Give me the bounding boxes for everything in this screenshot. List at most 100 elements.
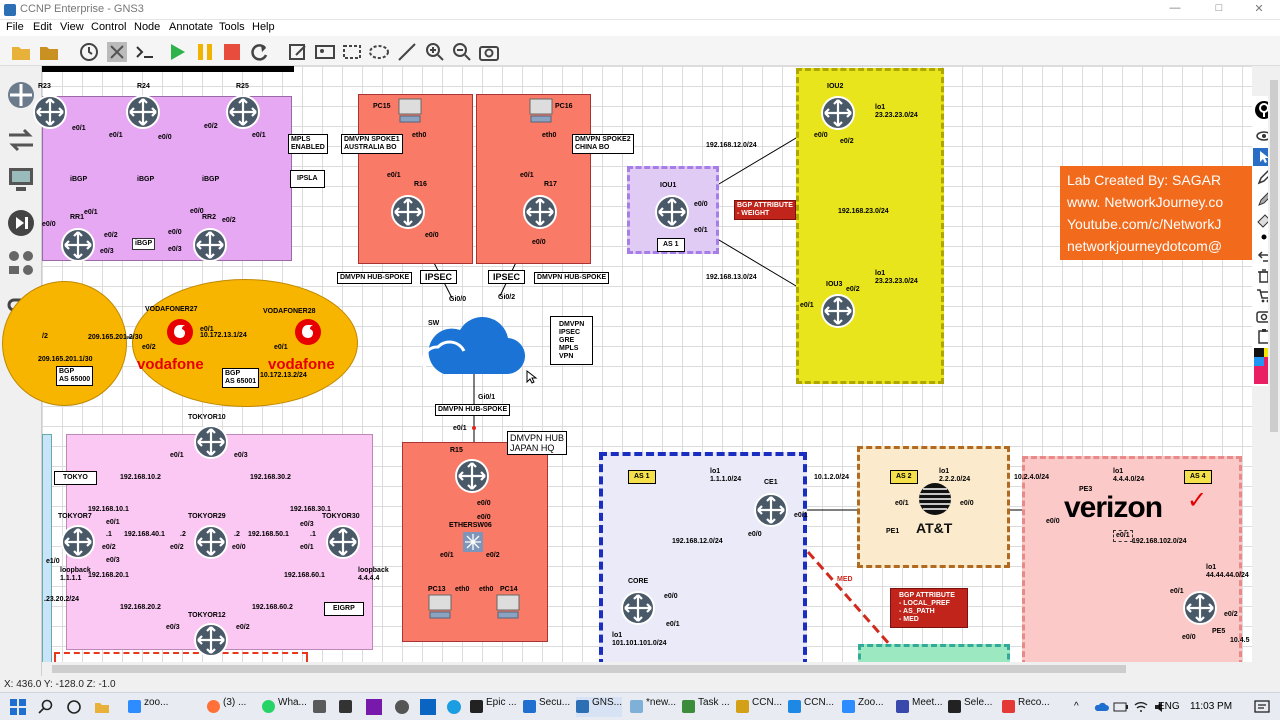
onenote-icon[interactable] — [366, 699, 382, 715]
router-icon[interactable] — [753, 492, 789, 528]
taskbar-item-notepad[interactable]: *new... — [630, 697, 676, 717]
menu-help[interactable]: Help — [252, 21, 275, 33]
start-icon[interactable] — [166, 41, 188, 63]
tray-overflow-icon[interactable]: ^ — [1074, 701, 1079, 712]
vodafone-logo-icon — [295, 319, 321, 345]
edge-icon[interactable] — [446, 699, 462, 715]
security-devices-category-icon[interactable] — [6, 208, 36, 238]
taskbar-item-zoom[interactable]: zoo... — [128, 697, 168, 717]
maximize-button[interactable]: □ — [1215, 2, 1223, 14]
topology-canvas[interactable]: R23 R24 R25 RR1 RR2 e0/1 e0/1 e0/0 e0/2 … — [2, 66, 1260, 669]
router-icon[interactable] — [60, 524, 96, 560]
router-icon[interactable] — [820, 293, 856, 329]
vertical-scrollbar[interactable] — [1268, 66, 1280, 662]
dot-icon[interactable] — [1261, 234, 1267, 240]
stop-icon[interactable] — [221, 41, 243, 63]
all-devices-category-icon[interactable] — [6, 248, 36, 278]
zoom-in-icon[interactable] — [424, 41, 446, 63]
onedrive-icon[interactable] — [1094, 701, 1109, 713]
horizontal-scroll-thumb[interactable] — [52, 665, 1126, 673]
taskbar-item-app[interactable] — [313, 697, 329, 717]
taskbar-item-meet[interactable]: Meet... — [896, 697, 943, 717]
vpn-icon[interactable] — [394, 699, 410, 715]
language-indicator[interactable]: ENG — [1158, 701, 1180, 712]
menu-view[interactable]: View — [60, 21, 84, 33]
snapshot-icon[interactable] — [78, 41, 100, 63]
router-icon[interactable] — [325, 524, 361, 560]
rectangle-icon[interactable] — [341, 41, 363, 63]
router-icon[interactable] — [125, 94, 161, 130]
menu-file[interactable]: File — [6, 21, 24, 33]
battery-icon[interactable] — [1113, 701, 1128, 713]
pc-icon[interactable] — [495, 594, 521, 620]
router-icon[interactable] — [620, 590, 656, 626]
open-project-icon[interactable] — [10, 41, 32, 63]
outlook-icon[interactable] — [420, 699, 436, 715]
router-icon[interactable] — [193, 622, 229, 658]
reload-icon[interactable] — [248, 41, 270, 63]
switches-category-icon[interactable] — [6, 126, 36, 154]
router-icon[interactable] — [32, 94, 68, 130]
wifi-icon[interactable] — [1134, 701, 1148, 713]
pc-icon[interactable] — [528, 98, 554, 124]
volume-icon[interactable] — [1154, 701, 1168, 713]
taskbar-item-ccnp[interactable]: CCN... — [736, 697, 782, 717]
router-icon[interactable] — [522, 194, 558, 230]
folder-icon[interactable] — [38, 41, 60, 63]
image-icon[interactable] — [314, 41, 336, 63]
taskbar-item-task[interactable]: Task ... — [682, 697, 730, 717]
taskbar-item-gns3[interactable]: GNS... — [576, 697, 623, 717]
clock[interactable]: 11:03 PM — [1190, 701, 1233, 712]
menu-edit[interactable]: Edit — [33, 21, 52, 33]
ip-suffix-label: .1 — [106, 531, 112, 538]
interface-label: Gi0/2 — [498, 294, 516, 301]
windows-start-icon[interactable] — [10, 699, 26, 715]
menu-node[interactable]: Node — [134, 21, 161, 33]
menu-annotate[interactable]: Annotate — [169, 21, 214, 33]
routers-category-icon[interactable] — [6, 80, 36, 110]
note-icon[interactable] — [287, 41, 309, 63]
suspend-icon[interactable] — [194, 41, 216, 63]
taskbar-item-firefox[interactable]: (3) ... — [207, 697, 246, 717]
taskbar-item-security[interactable]: Secu... — [523, 697, 570, 717]
taskbar-item-record[interactable]: Reco... — [1002, 697, 1050, 717]
pc-icon[interactable] — [427, 594, 453, 620]
router-icon[interactable] — [225, 94, 261, 130]
interface-label: e0/1 — [274, 344, 288, 351]
vertical-scroll-thumb[interactable] — [1270, 80, 1278, 432]
taskbar-item-epic[interactable]: Epic ... — [470, 697, 517, 717]
menu-tools[interactable]: Tools — [219, 21, 245, 33]
router-icon[interactable] — [193, 524, 229, 560]
search-icon[interactable] — [38, 699, 54, 715]
horizontal-scrollbar[interactable] — [42, 662, 1268, 676]
router-icon[interactable] — [454, 458, 490, 494]
taskbar-item-app[interactable] — [339, 697, 355, 717]
line-icon[interactable] — [396, 41, 418, 63]
console-icon[interactable] — [134, 41, 156, 63]
file-explorer-icon[interactable] — [94, 699, 110, 715]
router-icon[interactable] — [193, 424, 229, 460]
router-icon[interactable] — [820, 95, 856, 131]
router-icon[interactable] — [390, 194, 426, 230]
minimize-button[interactable]: — — [1169, 2, 1181, 14]
task-view-icon[interactable] — [66, 699, 82, 715]
cloud-icon[interactable] — [421, 310, 526, 378]
notifications-icon[interactable] — [1254, 700, 1270, 714]
device-console-icon[interactable] — [106, 41, 128, 63]
ethernet-switch-icon[interactable] — [462, 531, 484, 553]
taskbar-item-select[interactable]: Sele... — [948, 697, 992, 717]
end-devices-category-icon[interactable] — [6, 166, 36, 194]
taskbar-item-whatsapp[interactable]: Wha... — [262, 697, 307, 717]
router-icon[interactable] — [1182, 590, 1218, 626]
taskbar-item-ccnp[interactable]: CCN... — [788, 697, 834, 717]
taskbar-item-zoom[interactable]: Zoo... — [842, 697, 884, 717]
screenshot-icon[interactable] — [478, 41, 500, 63]
pc-icon[interactable] — [397, 98, 423, 124]
close-button[interactable]: ✕ — [1254, 3, 1264, 15]
router-icon[interactable] — [654, 194, 690, 230]
router-icon[interactable] — [192, 227, 228, 263]
router-icon[interactable] — [60, 227, 96, 263]
menu-control[interactable]: Control — [91, 21, 127, 33]
zoom-out-icon[interactable] — [451, 41, 473, 63]
ellipse-icon[interactable] — [368, 41, 390, 63]
